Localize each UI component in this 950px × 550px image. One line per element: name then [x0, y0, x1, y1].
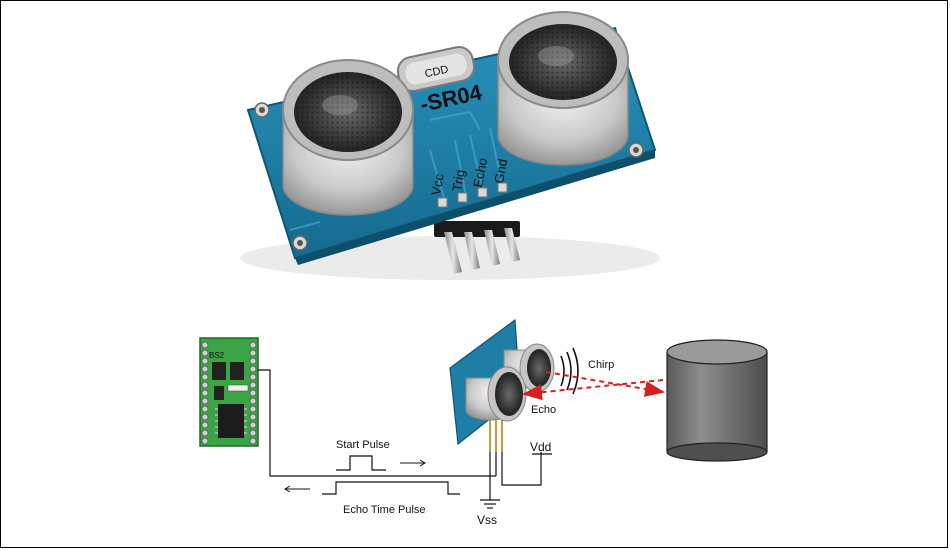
echo-label: Echo — [531, 404, 556, 416]
obstacle-cylinder — [666, 339, 768, 462]
echo-pulse-arrowhead — [284, 485, 291, 493]
pcb-edge — [295, 150, 655, 265]
pin-label-vcc: Vcc — [428, 172, 447, 196]
cylinder-top — [666, 339, 768, 365]
bs2-crystal — [227, 384, 249, 392]
start-pulse-arrowhead — [419, 459, 426, 467]
pin-header-block — [434, 221, 520, 237]
bs2-label: BS2 — [209, 351, 225, 360]
pin-echo — [484, 230, 500, 266]
start-pulse-label: Start Pulse — [336, 439, 390, 451]
wire-bs2-to-sensor — [258, 369, 496, 477]
chirp-label: Chirp — [588, 359, 614, 371]
cylinder-body — [667, 352, 767, 452]
sensor-small — [449, 318, 555, 452]
bs2-chip-1 — [212, 362, 226, 380]
echo-pulse-waveform — [322, 481, 460, 495]
echo-time-pulse-label: Echo Time Pulse — [343, 504, 426, 516]
header-pins — [434, 221, 520, 274]
bs2-left-pins — [201, 341, 209, 445]
pin-gnd — [504, 228, 520, 262]
pin-vcc — [444, 232, 462, 274]
sensor-small-can-back-mesh — [527, 349, 551, 387]
bs2-board: BS2 — [199, 337, 259, 447]
receiver-transducer — [497, 11, 629, 166]
bs2-main-chip — [218, 404, 244, 438]
signal-wires — [258, 369, 542, 500]
sensor-small-can-front-mesh — [495, 372, 523, 416]
wire-vdd — [501, 452, 542, 486]
pin-trig — [464, 232, 480, 270]
start-pulse-waveform — [336, 455, 386, 471]
bs2-chip-3 — [214, 386, 224, 400]
cylinder-bottom — [666, 442, 768, 462]
pin-label-echo: Echo — [470, 157, 490, 189]
mounting-holes — [254, 102, 644, 251]
hc-sr04-module: CDD -SR04 Vcc Trig Echo Gnd — [240, 11, 660, 280]
pin-pads — [437, 182, 508, 208]
pin-label-trig: Trig — [449, 168, 468, 192]
timing-diagram: BS2 Start Pulse Echo Time Pulse — [199, 318, 768, 527]
vdd-label: Vdd — [530, 440, 551, 454]
chirp-arrow — [545, 371, 665, 397]
bs2-chip-2 — [230, 362, 244, 380]
crystal-oscillator: CDD — [396, 46, 476, 92]
transmitter-transducer — [282, 59, 414, 216]
vss-label: Vss — [477, 513, 497, 527]
bs2-chip-legs — [215, 408, 247, 434]
bs2-right-pins — [249, 341, 257, 445]
pin-label-gnd: Gnd — [491, 158, 510, 185]
pcb-traces — [289, 110, 503, 231]
ground-symbol — [480, 499, 500, 509]
crystal-label: CDD — [424, 64, 450, 81]
sound-waves — [560, 347, 579, 395]
